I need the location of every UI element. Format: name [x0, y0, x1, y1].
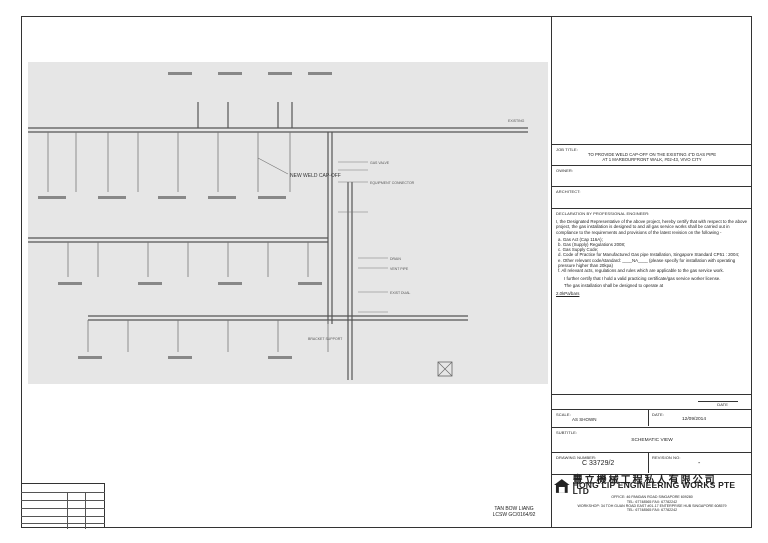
declaration-certify: I further certify that I hold a valid pr…: [564, 276, 721, 282]
gas-valve-label: GAS VALVE: [370, 161, 390, 165]
revision-value: -: [698, 460, 701, 467]
declaration-design: The gas installation shall be designed t…: [564, 283, 664, 289]
declaration-cell: DECLARATION BY PROFESSIONAL ENGINEER: I,…: [552, 208, 752, 392]
declaration-item: f. All relevant acts, regulations and ru…: [558, 268, 724, 274]
date-label: DATE:: [652, 412, 664, 417]
scale-date-row: SCALE: AS SHOWN DATE: 12/09/2014: [552, 409, 752, 426]
company-logo-icon: [554, 479, 570, 493]
signatory-block: TAN BOW LIANG LCSW GC/0164/92: [477, 506, 551, 518]
company-workshop: WORKSHOP: 34 TOH GUAN ROAD EAST #01-17 E…: [577, 504, 727, 509]
company-name-cn: 豐立機械工程私人有限公司: [572, 475, 717, 486]
vent-pipe-label: VENT PIPE: [390, 267, 409, 271]
new-weld-label: NEW WELD CAP-OFF: [290, 173, 341, 179]
architect-label: ARCHITECT:: [556, 189, 581, 194]
declaration-item: c. Gas Supply Code;: [558, 247, 599, 253]
schematic-drawing: NEW WELD CAP-OFF EXISTING GAS VALVE EQUI…: [28, 62, 548, 384]
subtitle-label: SUBTITLE:: [556, 430, 578, 435]
job-title-line1: TO PROVIDE WELD CAP-OFF ON THE EXISTING …: [587, 152, 717, 158]
date-signature-cell: DATE: [552, 394, 752, 408]
date-value: 12/09/2014: [682, 417, 707, 422]
owner-cell: OWNER:: [552, 165, 752, 183]
declaration-item: d. Code of Practice for Manufactured Gas…: [558, 252, 740, 258]
company-name-en: HONG LIP ENGINEERING WORKS PTE LTD: [572, 480, 736, 496]
subtitle-value: SCHEMATIC VIEW: [631, 438, 673, 444]
drawing-number-label: DRAWING NUMBER:: [556, 455, 597, 460]
support-label: BRACKET SUPPORT: [308, 337, 343, 341]
revision-table: [21, 483, 105, 529]
drawing-frame: [21, 16, 752, 528]
owner-label: OWNER:: [556, 168, 574, 173]
schematic-svg: NEW WELD CAP-OFF EXISTING GAS VALVE EQUI…: [28, 62, 548, 384]
signatory-license: LCSW GC/0164/92: [492, 512, 536, 518]
drawing-number-value: C 33729/2: [582, 460, 615, 467]
subtitle-cell: SUBTITLE: SCHEMATIC VIEW: [552, 427, 752, 449]
scale-value: AS SHOWN: [572, 417, 597, 422]
declaration-intro: I, the Designated Representative of the …: [556, 219, 748, 235]
date-signature-label: DATE: [717, 402, 728, 407]
exist-dual-label: EXIST DUAL: [390, 291, 410, 295]
drain-label: DRAIN: [390, 257, 401, 261]
company-office: OFFICE: 46 PANDAN ROAD SINGAPORE 609280: [611, 495, 693, 500]
declaration-item: a. Gas Act (Cap 116A);: [558, 236, 603, 242]
job-title-line2: AT 1 MARBOURFRONT WALK, #02-43, VIVO CIT…: [602, 157, 702, 163]
drawing-number-row: DRAWING NUMBER: C 33729/2 REVISION NO: -: [552, 452, 752, 473]
company-block: 豐立機械工程私人有限公司 HONG LIP ENGINEERING WORKS …: [552, 474, 752, 528]
signatory-name: TAN BOW LIANG: [494, 506, 534, 512]
title-block: JOB TITLE: TO PROVIDE WELD CAP-OFF ON TH…: [551, 16, 752, 528]
eq-connect-label: EQUIPMENT CONNECTOR: [370, 181, 415, 185]
company-workshop-tel: TEL: 67748565 FAX: 67782242: [626, 508, 678, 513]
declaration-item: e. Other relevant code/standard: ____NA_…: [558, 257, 736, 268]
scale-label: SCALE:: [556, 412, 571, 417]
architect-cell: ARCHITECT:: [552, 186, 752, 204]
declaration-item: b. Gas (Supply) Regulations 2008;: [558, 242, 626, 248]
declaration-pressure: 2.0kPa/bars: [556, 290, 580, 296]
revision-label: REVISION NO:: [652, 455, 681, 460]
existing-label: EXISTING: [508, 119, 525, 123]
job-title-label: JOB TITLE:: [556, 147, 578, 152]
declaration-label: DECLARATION BY PROFESSIONAL ENGINEER:: [556, 211, 650, 216]
company-office-tel: TEL: 67748565 FAX: 67782242: [626, 499, 678, 504]
job-title-cell: JOB TITLE: TO PROVIDE WELD CAP-OFF ON TH…: [552, 144, 752, 162]
